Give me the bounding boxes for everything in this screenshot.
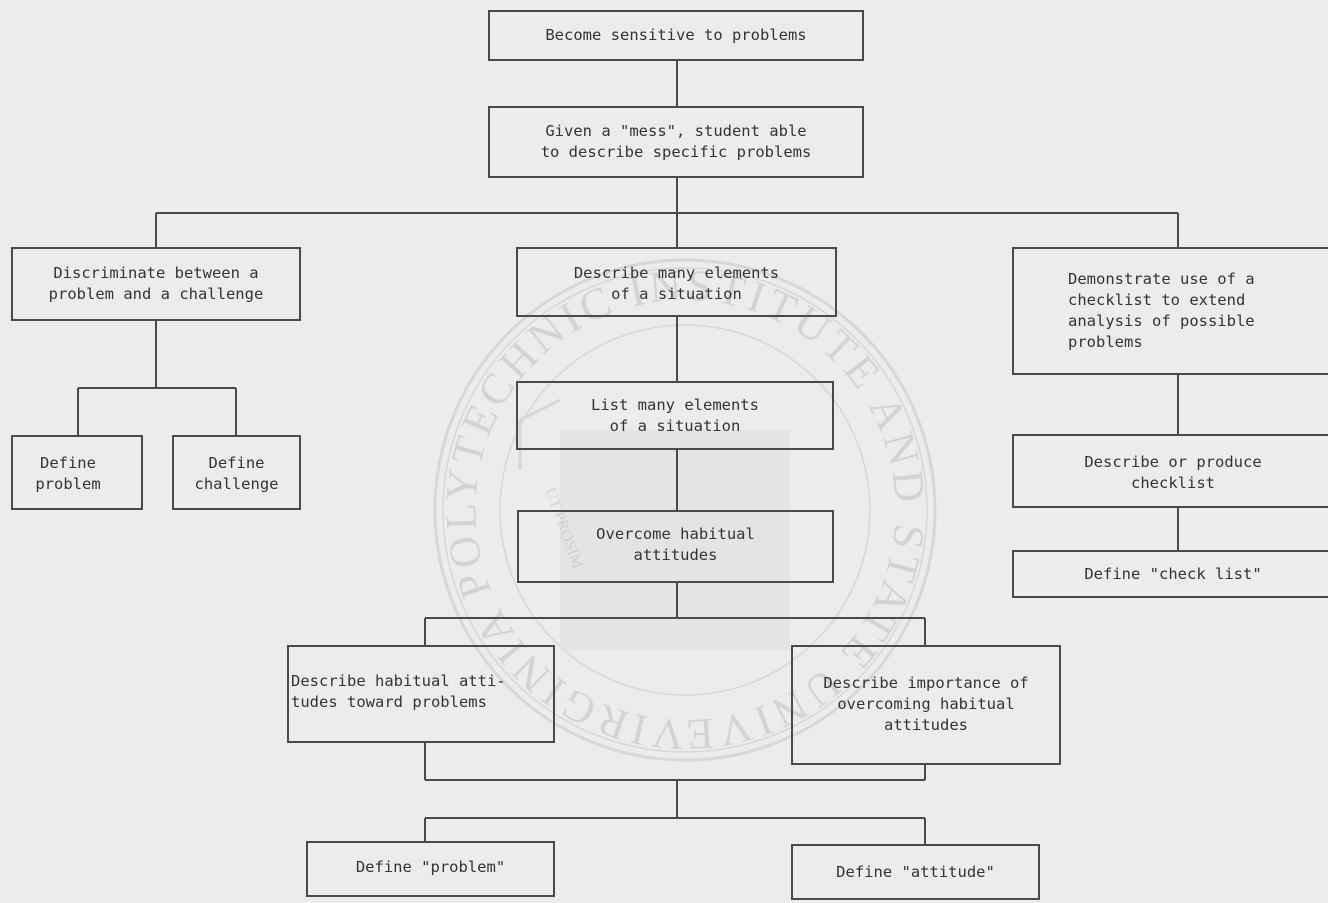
node-define-problem-left: Define problem [11,435,143,510]
node-describe-habitual-attitudes: Describe habitual atti- tudes toward pro… [287,645,555,743]
node-define-check-list: Define "check list" [1012,550,1328,598]
node-given-a-mess: Given a "mess", student able to describe… [488,106,864,178]
node-define-attitude: Define "attitude" [791,844,1040,900]
node-describe-importance: Describe importance of overcoming habitu… [791,645,1061,765]
node-overcome-habitual: Overcome habitual attitudes [517,510,834,583]
node-become-sensitive: Become sensitive to problems [488,10,864,61]
node-describe-checklist: Describe or produce checklist [1012,434,1328,508]
node-describe-many-elements: Describe many elements of a situation [516,247,837,317]
node-define-challenge: Define challenge [172,435,301,510]
node-list-many-elements: List many elements of a situation [516,381,834,450]
node-discriminate: Discriminate between a problem and a cha… [11,247,301,321]
node-define-problem: Define "problem" [306,841,555,897]
node-demonstrate-checklist: Demonstrate use of a checklist to extend… [1012,247,1328,375]
